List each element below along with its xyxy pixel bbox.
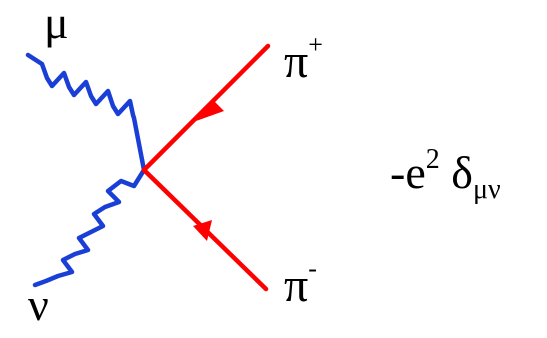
vertex-factor-delta: δ [439,147,473,198]
pion-arrow-plus [196,100,224,121]
photon-line-nu [32,167,147,288]
label-pi-minus-sign: - [308,254,317,283]
label-pi-minus-base: π [284,259,309,312]
label-mu: μ [44,0,69,48]
vertex-factor-indices: μν [472,174,501,205]
label-pi-plus-sign: + [308,30,323,59]
photon-line-mu [25,52,147,173]
label-pi-minus: π- [284,256,317,312]
label-pi-plus-base: π [284,35,309,88]
label-pi-plus: π+ [284,32,323,88]
pion-arrow-minus [193,220,212,241]
vertex-factor-expression: -e2 δμν [390,146,501,204]
vertex-factor-prefix: -e [390,147,426,198]
label-nu: ν [28,279,49,330]
vertex-factor-power: 2 [425,144,440,175]
pion-line-plus [141,43,271,173]
